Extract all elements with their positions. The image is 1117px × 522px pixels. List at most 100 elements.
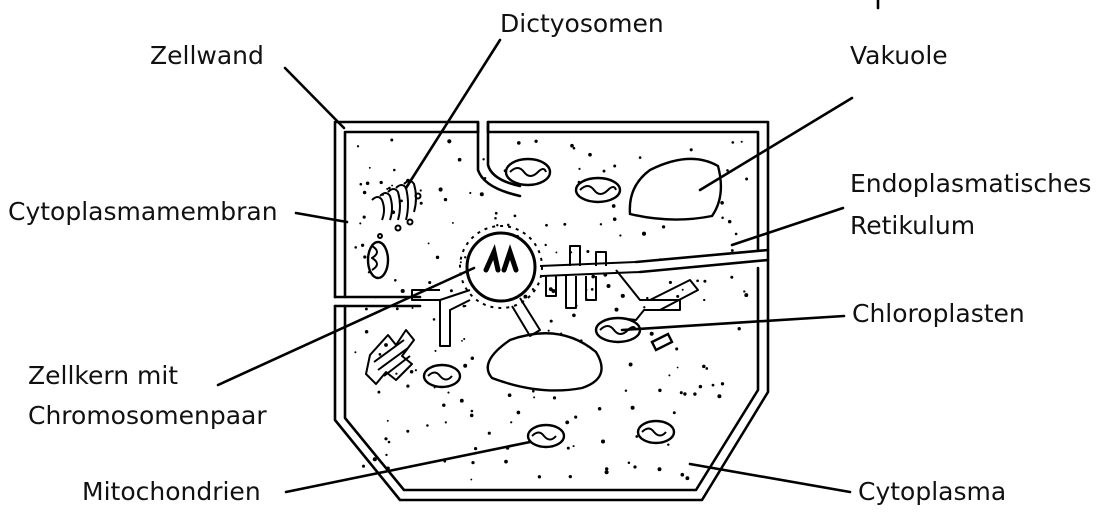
- cytoplasm-dot: [452, 222, 454, 224]
- label-cytoplasma: Cytoplasma: [858, 476, 1006, 507]
- leader-lines: [218, 0, 878, 492]
- cytoplasm-dot: [445, 421, 447, 423]
- label-zellwand: Zellwand: [150, 40, 264, 71]
- cytoplasm-dot: [673, 411, 676, 414]
- cytoplasm-dot: [628, 461, 631, 464]
- cytoplasm-dot: [682, 289, 684, 291]
- cytoplasm-dot: [517, 141, 521, 145]
- cytoplasm-dot: [573, 445, 575, 447]
- cytoplasm-dot: [406, 384, 409, 387]
- cytoplasm-dot: [555, 251, 557, 253]
- label-vakuole: Vakuole: [850, 40, 948, 71]
- cytoplasm-dot: [603, 170, 606, 173]
- cytoplasm-dot: [573, 147, 576, 150]
- cytoplasm-dot: [538, 475, 541, 478]
- cytoplasm-dot: [735, 233, 738, 236]
- cytoplasm-dot: [354, 246, 357, 249]
- cytoplasm-dot: [730, 276, 733, 279]
- cytoplasm-dot: [551, 289, 555, 293]
- cytoplasm-dot: [363, 255, 366, 258]
- cytoplasm-dot: [639, 156, 642, 159]
- cytoplasm-dot: [463, 338, 465, 340]
- cytoplasm-dot: [642, 232, 646, 236]
- dictyosomen-shape: [372, 181, 421, 238]
- cytoplasm-dot: [633, 465, 636, 468]
- cytoplasm-dot: [359, 222, 361, 224]
- cytoplasm-dot: [420, 202, 423, 205]
- label-dictyosomen: Dictyosomen: [500, 8, 664, 39]
- cytoplasm-dot: [510, 421, 512, 423]
- cytoplasm-dot: [523, 295, 527, 299]
- cytoplasm-dot: [567, 447, 570, 450]
- cytoplasm-dot: [380, 181, 383, 184]
- cytoplasm-dot: [469, 192, 471, 194]
- cytoplasm-dot: [731, 249, 734, 252]
- cytoplasm-dot: [668, 374, 670, 376]
- cytoplasm-dot: [433, 318, 436, 321]
- leader-er: [732, 208, 843, 245]
- leader-zellwand: [285, 68, 344, 128]
- cytoplasm-dot: [712, 384, 715, 387]
- cytoplasm-dot: [721, 217, 724, 220]
- mitochondrien-shapes: [368, 159, 674, 447]
- cytoplasm-dot: [401, 289, 405, 293]
- cytoplasm-dot: [650, 332, 654, 336]
- cytoplasm-dot: [360, 183, 363, 186]
- cytoplasm-dot: [362, 465, 365, 468]
- cytoplasm-dot: [658, 389, 661, 392]
- cytoplasm-dot: [474, 447, 477, 450]
- cytoplasm-dot: [464, 256, 466, 258]
- cytoplasm-dot: [738, 327, 741, 330]
- cytoplasm-dot: [696, 279, 699, 282]
- cytoplasm-dot: [471, 356, 475, 360]
- label-er-line2: Retikulum: [850, 210, 975, 241]
- cytoplasm-dot: [601, 439, 605, 443]
- cytoplasm-dot: [548, 330, 550, 332]
- cytoplasm-dot: [745, 178, 748, 181]
- cytoplasm-dot: [514, 215, 517, 218]
- cytoplasm-dot: [703, 280, 706, 283]
- cytoplasm-dot: [363, 216, 366, 219]
- cytoplasm-dot: [586, 250, 589, 253]
- cytoplasm-dot: [444, 198, 447, 201]
- cytoplasm-dot: [613, 217, 617, 221]
- cytoplasm-dot: [591, 288, 594, 291]
- cytoplasm-dot: [439, 187, 443, 191]
- label-cytoplasmamembran: Cytoplasmamembran: [8, 196, 278, 227]
- cytoplasm-dot: [384, 437, 387, 440]
- cytoplasm-dot: [643, 306, 645, 308]
- cytoplasm-dot: [690, 148, 693, 151]
- cytoplasm-dot: [410, 370, 414, 374]
- cytoplasm-dot: [743, 290, 745, 292]
- cytoplasm-dot: [625, 389, 627, 391]
- cytoplasm-dot: [667, 443, 669, 445]
- cytoplasm-dot: [388, 441, 391, 444]
- cytoplasm-dot: [600, 223, 602, 225]
- cytoplasm-dot: [390, 139, 393, 142]
- cytoplasm-dot: [702, 365, 706, 369]
- cytoplasm-dot: [572, 313, 576, 317]
- cytoplasm-dot: [366, 182, 370, 186]
- cytoplasm-dot: [532, 390, 535, 393]
- cytoplasm-dot: [605, 467, 608, 470]
- cytoplasm-dot: [675, 347, 678, 350]
- cytoplasm-dot: [574, 416, 577, 419]
- cytoplasm-dot: [470, 479, 472, 481]
- label-chloroplasten: Chloroplasten: [852, 298, 1025, 329]
- cytoplasm-dot: [436, 256, 439, 259]
- cytoplasm-dot: [471, 461, 474, 464]
- cytoplasm-dot: [496, 224, 498, 226]
- cytoplasm-dot: [495, 212, 498, 215]
- cell-wall-right-gap: [636, 250, 768, 272]
- cytoplasm-dot: [420, 189, 422, 191]
- cytoplasm-dot: [658, 467, 662, 471]
- leader-dictyosomen: [406, 40, 500, 188]
- cytoplasm-dot: [619, 234, 621, 236]
- cytoplasm-dot: [517, 411, 521, 415]
- cytoplasm-dot: [406, 430, 409, 433]
- cytoplasm-dot: [563, 223, 566, 226]
- cytoplasm-dot: [744, 293, 748, 297]
- cytoplasm-dot: [621, 294, 625, 298]
- cytoplasm-dot: [550, 320, 553, 323]
